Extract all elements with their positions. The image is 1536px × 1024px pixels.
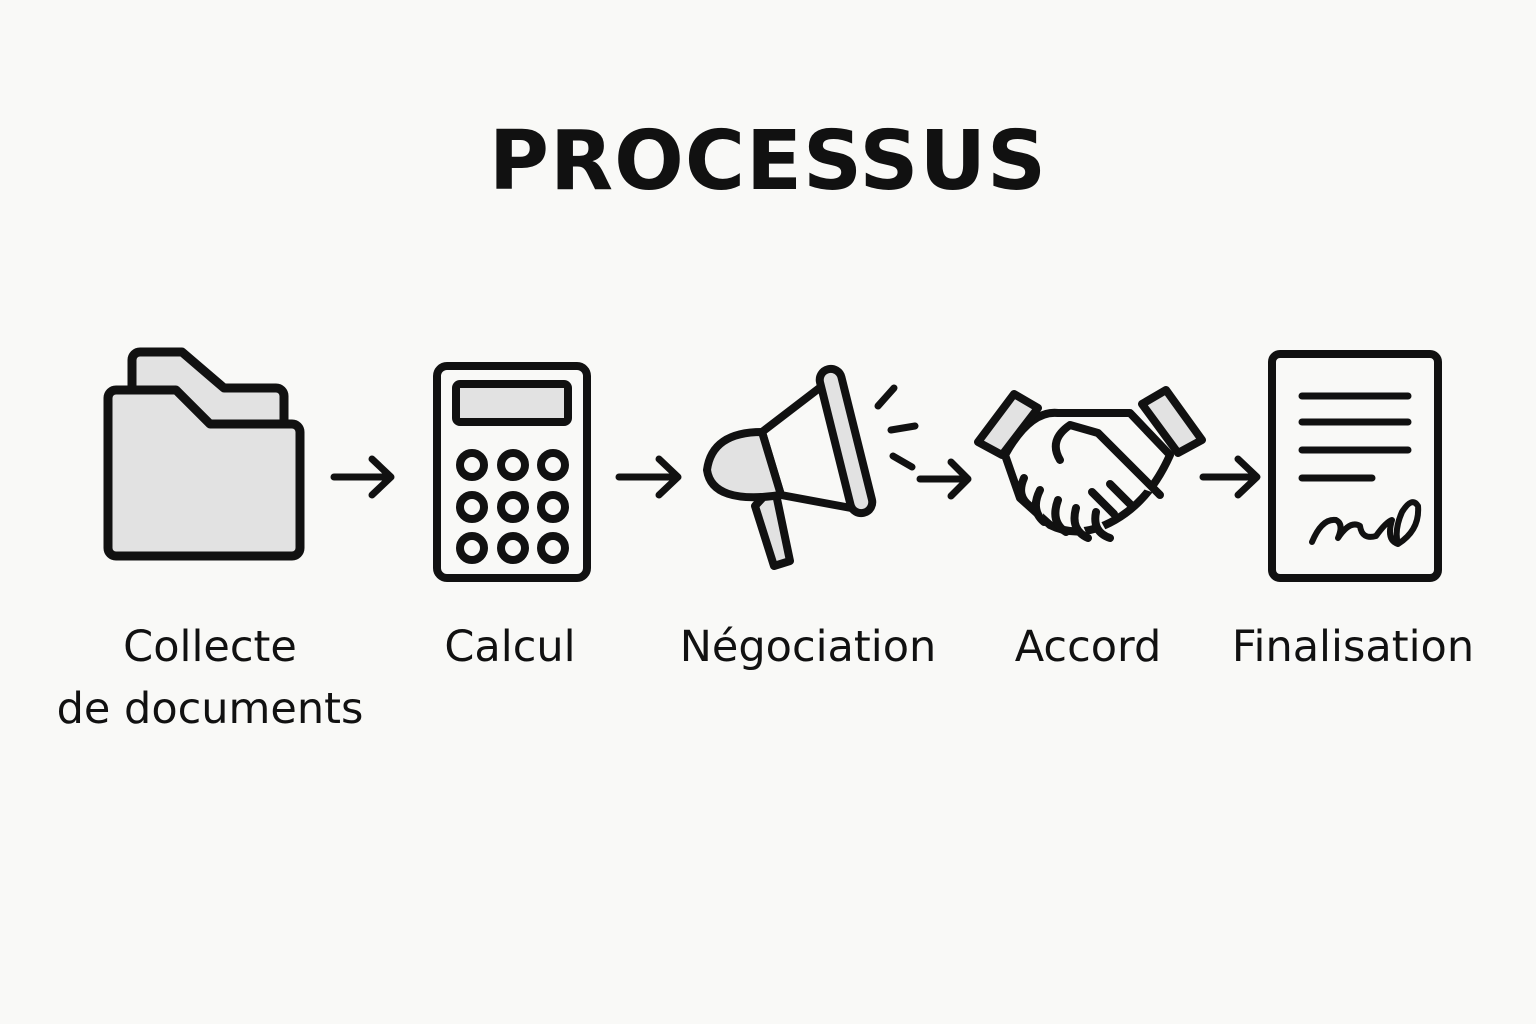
step-label-finalisation: Finalisation [1231,622,1475,672]
arrow-right-icon [615,455,682,499]
handshake-icon [974,386,1206,542]
folder-icon [103,347,305,561]
arrow-right-icon [916,458,972,500]
megaphone-icon [703,364,877,570]
step-label-accord: Accord [1014,622,1162,672]
step-label-line: de documents [56,684,364,734]
step-label-line: Collecte [123,622,297,672]
sound-waves-icon [874,384,919,471]
step-label-negociation: Négociation [679,622,937,672]
calculator-icon [433,362,591,582]
arrow-right-icon [1199,455,1261,499]
arrow-right-icon [330,455,395,499]
signed-document-icon [1268,350,1442,582]
diagram-title: PROCESSUS [488,114,1048,209]
step-label-collecte: Collecte de documents [40,616,380,740]
step-label-calcul: Calcul [444,622,576,672]
